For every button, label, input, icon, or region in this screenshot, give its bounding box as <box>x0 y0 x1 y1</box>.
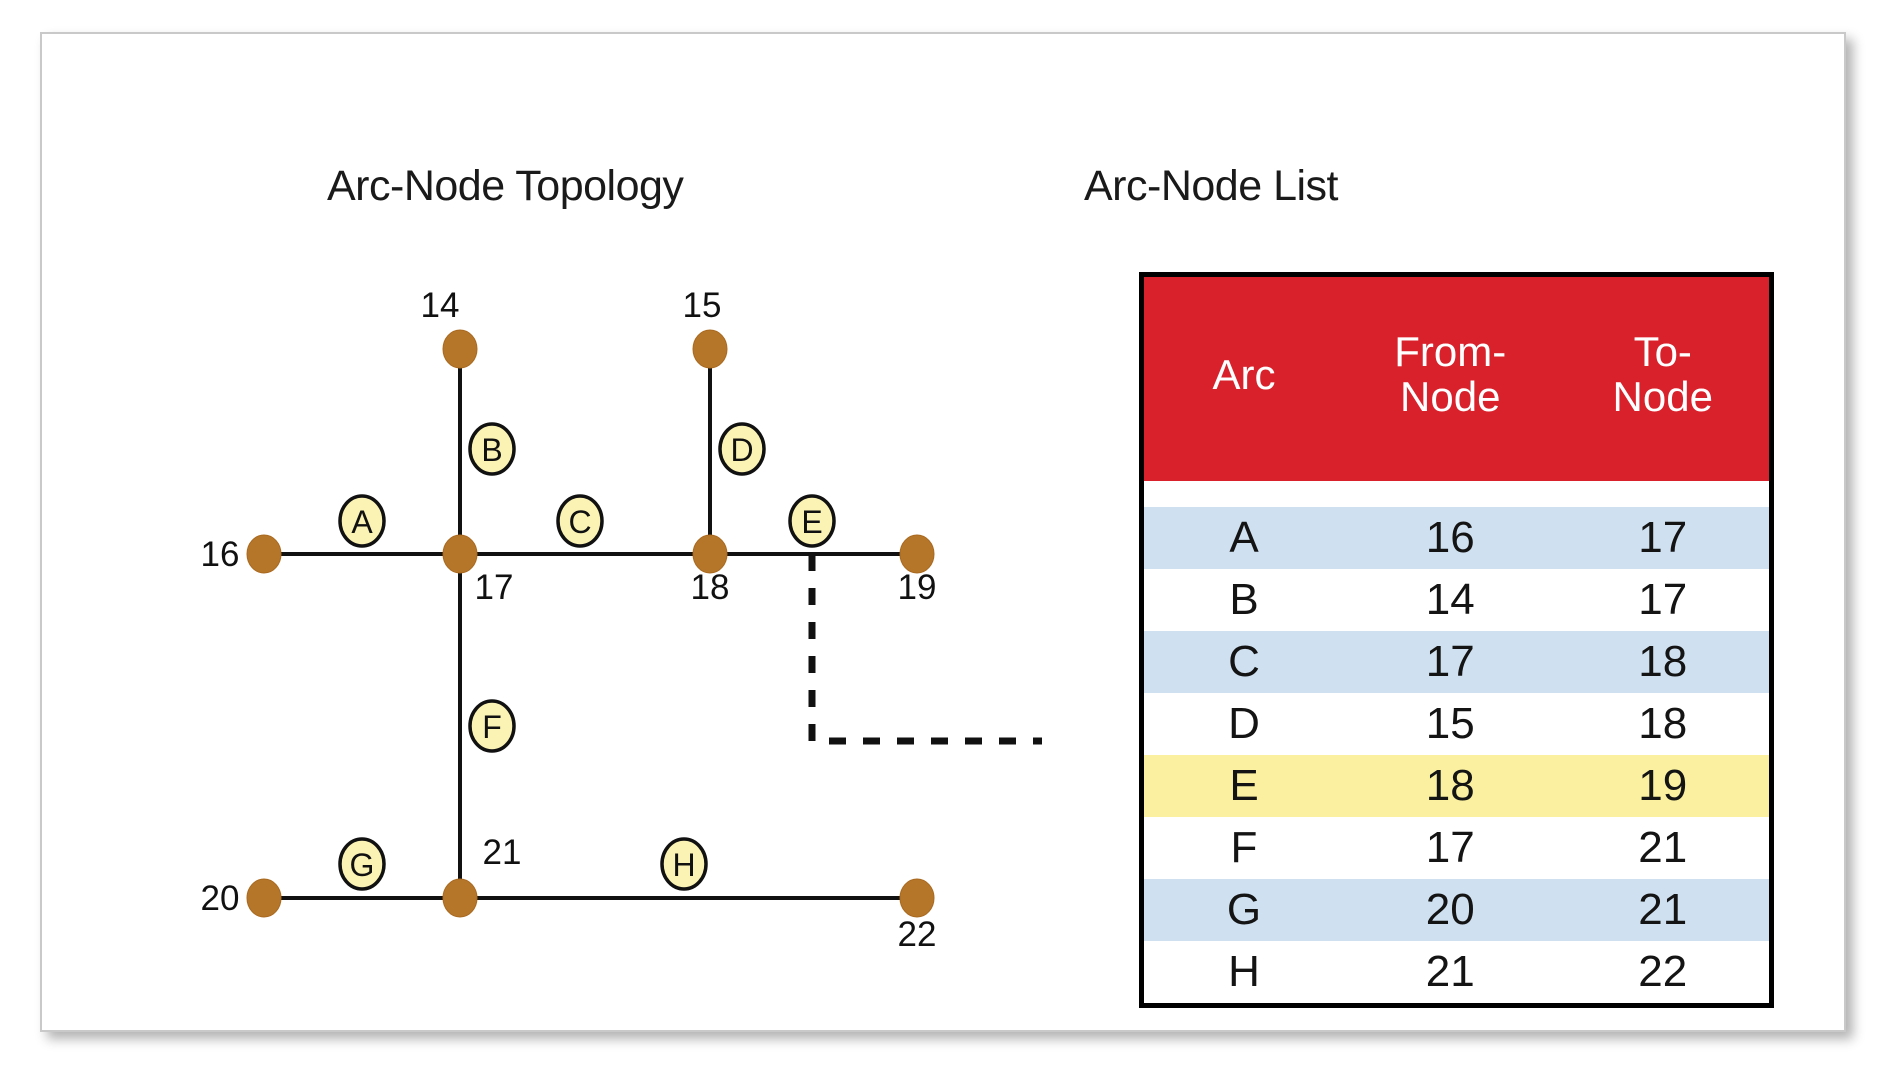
list-panel-title: Arc-Node List <box>1084 162 1338 210</box>
arc-cell: C <box>1144 631 1344 693</box>
to-node-cell: 18 <box>1556 631 1769 693</box>
from-node-cell: 16 <box>1344 507 1557 569</box>
arc-badge-b: B <box>468 422 516 476</box>
arc-cell: F <box>1144 817 1344 879</box>
node-dot-16 <box>246 534 282 574</box>
node-label-19: 19 <box>898 568 937 607</box>
topology-panel-title: Arc-Node Topology <box>327 162 684 210</box>
node-label-16: 16 <box>201 535 240 574</box>
arc-badge-c: C <box>556 494 604 548</box>
node-dot-21 <box>442 878 478 918</box>
arc-badge-e: E <box>788 494 836 548</box>
arc-badges-group: A B C D E F G H <box>338 422 836 891</box>
node-labels-group: 14 15 16 17 18 19 20 21 22 <box>201 286 937 954</box>
arc-badge-circle-h <box>660 837 708 891</box>
arc-badge-label-a: A <box>351 504 373 540</box>
node-label-22: 22 <box>898 915 937 954</box>
arc-badge-label-e: E <box>801 504 822 540</box>
column-header-from-node: From-Node <box>1344 277 1557 481</box>
table-spacer-row <box>1144 481 1769 507</box>
arc-badge-a: A <box>338 494 386 548</box>
arc-badge-f: F <box>468 699 516 753</box>
node-dot-14 <box>442 329 478 369</box>
node-label-20: 20 <box>201 879 240 918</box>
from-node-cell: 17 <box>1344 631 1557 693</box>
column-header-from-node-line1: From- <box>1394 328 1507 376</box>
node-dot-18 <box>692 534 728 574</box>
arc-node-topology-diagram: A B C D E F G H 14 15 16 17 18 19 20 21 22 <box>201 286 1042 954</box>
arc-badge-circle-f <box>468 699 516 753</box>
column-header-to-node-line2: Node <box>1612 373 1713 420</box>
arc-cell: E <box>1144 755 1344 817</box>
arc-badge-label-c: C <box>568 504 591 540</box>
arc-cell: D <box>1144 693 1344 755</box>
node-label-17: 17 <box>475 568 514 607</box>
column-header-to-node-line1: To- <box>1633 328 1692 376</box>
node-dot-19 <box>899 534 935 574</box>
arc-badge-g: G <box>338 837 386 891</box>
arc-cell: H <box>1144 941 1344 1003</box>
table-header-row: Arc From-Node To-Node <box>1144 277 1769 481</box>
arc-badge-label-h: H <box>672 847 695 883</box>
arc-badge-circle-d <box>718 422 766 476</box>
from-node-cell: 20 <box>1344 879 1557 941</box>
arc-badge-circle-e <box>788 494 836 548</box>
arc-lines-group <box>264 349 917 900</box>
node-dots-group <box>246 329 935 918</box>
arc-badge-label-g: G <box>350 847 375 883</box>
arc-badge-circle-c <box>556 494 604 548</box>
from-node-cell: 21 <box>1344 941 1557 1003</box>
to-node-cell: 17 <box>1556 569 1769 631</box>
to-node-cell: 18 <box>1556 693 1769 755</box>
to-node-cell: 21 <box>1556 817 1769 879</box>
node-label-21: 21 <box>483 833 522 872</box>
node-label-14: 14 <box>421 286 460 325</box>
arc-badge-circle-g <box>338 837 386 891</box>
from-node-cell: 14 <box>1344 569 1557 631</box>
to-node-cell: 21 <box>1556 879 1769 941</box>
arc-badge-d: D <box>718 422 766 476</box>
column-header-arc: Arc <box>1144 277 1344 481</box>
arc-cell: B <box>1144 569 1344 631</box>
arc-badge-circle-a <box>338 494 386 548</box>
node-dot-22 <box>899 878 935 918</box>
from-node-cell: 18 <box>1344 755 1557 817</box>
node-dot-15 <box>692 329 728 369</box>
to-node-cell: 19 <box>1556 755 1769 817</box>
node-label-18: 18 <box>691 568 730 607</box>
arc-badge-label-f: F <box>482 709 502 745</box>
from-node-cell: 15 <box>1344 693 1557 755</box>
to-node-cell: 17 <box>1556 507 1769 569</box>
arc-badge-circle-b <box>468 422 516 476</box>
arc-badge-label-d: D <box>730 432 753 468</box>
node-dot-17 <box>442 534 478 574</box>
node-label-15: 15 <box>683 286 722 325</box>
arc-cell: G <box>1144 879 1344 941</box>
arc-cell: A <box>1144 507 1344 569</box>
node-dot-20 <box>246 878 282 918</box>
callout-dashed-leader <box>808 554 1042 745</box>
to-node-cell: 22 <box>1556 941 1769 1003</box>
column-header-to-node: To-Node <box>1556 277 1769 481</box>
from-node-cell: 17 <box>1344 817 1557 879</box>
column-header-from-node-line2: Node <box>1400 373 1501 420</box>
arc-badge-label-b: B <box>481 432 502 468</box>
arc-badge-h: H <box>660 837 708 891</box>
callout-leader-group <box>808 554 1042 745</box>
